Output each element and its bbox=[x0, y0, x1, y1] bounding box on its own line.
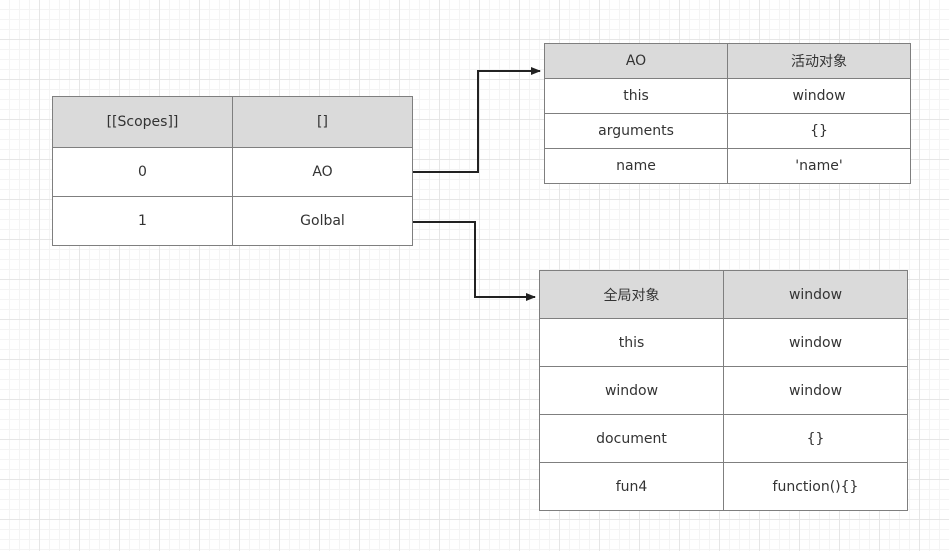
global-header-key: 全局对象 bbox=[539, 270, 724, 319]
global-row-2-key: document bbox=[539, 414, 724, 463]
table-row: this window bbox=[539, 318, 908, 367]
global-row-2-value: {} bbox=[723, 414, 908, 463]
table-row: 1 Golbal bbox=[52, 196, 413, 246]
table-header-row: 全局对象 window bbox=[539, 270, 908, 319]
ao-row-2-key: name bbox=[544, 148, 728, 184]
table-row: 0 AO bbox=[52, 147, 413, 197]
table-row: arguments {} bbox=[544, 113, 911, 149]
scopes-row-0-value: AO bbox=[232, 147, 413, 197]
table-row: fun4 function(){} bbox=[539, 462, 908, 511]
table-row: this window bbox=[544, 78, 911, 114]
ao-row-1-value: {} bbox=[727, 113, 911, 149]
global-row-0-key: this bbox=[539, 318, 724, 367]
arrow-scope-1-to-global bbox=[412, 221, 536, 301]
global-row-3-key: fun4 bbox=[539, 462, 724, 511]
scopes-row-0-index: 0 bbox=[52, 147, 233, 197]
ao-row-0-value: window bbox=[727, 78, 911, 114]
ao-table: AO 活动对象 this window arguments {} name 'n… bbox=[544, 43, 911, 184]
scopes-header-value: [] bbox=[232, 96, 413, 148]
global-object-table: 全局对象 window this window window window do… bbox=[539, 270, 908, 511]
scopes-row-1-index: 1 bbox=[52, 196, 233, 246]
global-header-value: window bbox=[723, 270, 908, 319]
ao-row-2-value: 'name' bbox=[727, 148, 911, 184]
scopes-row-1-value: Golbal bbox=[232, 196, 413, 246]
table-header-row: AO 活动对象 bbox=[544, 43, 911, 79]
global-row-1-value: window bbox=[723, 366, 908, 415]
global-row-0-value: window bbox=[723, 318, 908, 367]
ao-header-key: AO bbox=[544, 43, 728, 79]
scopes-header-key: [[Scopes]] bbox=[52, 96, 233, 148]
global-row-1-key: window bbox=[539, 366, 724, 415]
scopes-table: [[Scopes]] [] 0 AO 1 Golbal bbox=[52, 96, 413, 246]
ao-row-0-key: this bbox=[544, 78, 728, 114]
ao-header-value: 活动对象 bbox=[727, 43, 911, 79]
table-header-row: [[Scopes]] [] bbox=[52, 96, 413, 148]
ao-row-1-key: arguments bbox=[544, 113, 728, 149]
table-row: document {} bbox=[539, 414, 908, 463]
table-row: name 'name' bbox=[544, 148, 911, 184]
arrow-scope-0-to-ao bbox=[412, 67, 541, 173]
global-row-3-value: function(){} bbox=[723, 462, 908, 511]
table-row: window window bbox=[539, 366, 908, 415]
